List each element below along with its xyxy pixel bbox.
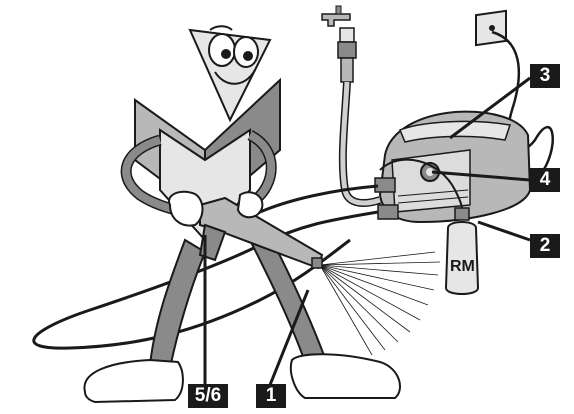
mascot-shoes bbox=[84, 354, 400, 402]
water-tap bbox=[322, 6, 356, 82]
callout-1: 1 bbox=[256, 384, 286, 408]
callout-3: 3 bbox=[530, 64, 560, 88]
callout-2: 2 bbox=[530, 234, 560, 258]
bottle-label: RM bbox=[450, 258, 475, 276]
wall-socket bbox=[476, 11, 506, 45]
callout-4: 4 bbox=[530, 168, 560, 192]
pressure-washer-unit bbox=[375, 112, 530, 222]
callout-5-6: 5/6 bbox=[188, 384, 228, 408]
water-spray bbox=[320, 252, 440, 355]
